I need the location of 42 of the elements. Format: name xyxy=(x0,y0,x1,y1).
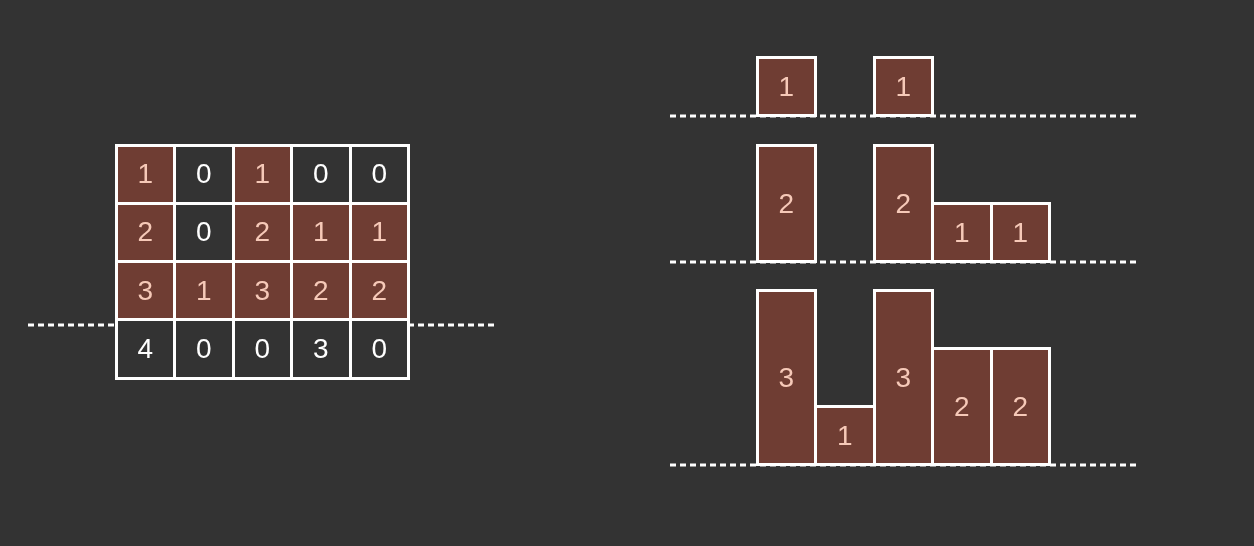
histogram-bar xyxy=(872,143,934,264)
cell-value: 1 xyxy=(895,69,912,104)
cell-value: 0 xyxy=(371,157,388,192)
cell-value: 3 xyxy=(312,332,329,367)
cell-value: 2 xyxy=(1012,389,1029,424)
cell-value: 2 xyxy=(778,186,795,221)
histogram-bar xyxy=(814,405,876,467)
cell-value: 3 xyxy=(778,360,795,395)
cell-value: 1 xyxy=(312,215,329,250)
cell-value: 0 xyxy=(195,215,212,250)
cell-value: 2 xyxy=(953,389,970,424)
cell-value: 2 xyxy=(895,186,912,221)
cell-value: 0 xyxy=(195,332,212,367)
cell-value: 1 xyxy=(1012,215,1029,250)
cell-value: 1 xyxy=(137,157,154,192)
histogram-bar xyxy=(755,143,817,264)
histogram-bar xyxy=(872,56,934,118)
histogram-bar xyxy=(931,346,993,467)
grid-cell xyxy=(114,318,176,380)
cell-value: 1 xyxy=(836,418,853,453)
cell-value: 1 xyxy=(953,215,970,250)
histogram-bar xyxy=(755,56,817,118)
cell-value: 4 xyxy=(137,332,154,367)
cell-value: 3 xyxy=(254,273,271,308)
cell-value: 1 xyxy=(195,273,212,308)
cell-value: 2 xyxy=(137,215,154,250)
cell-value: 1 xyxy=(371,215,388,250)
cell-value: 0 xyxy=(371,332,388,367)
histogram-bar xyxy=(755,288,817,467)
cell-value: 0 xyxy=(312,157,329,192)
cell-value: 2 xyxy=(254,215,271,250)
histogram-bar xyxy=(931,202,993,264)
cell-value: 2 xyxy=(371,273,388,308)
cell-value: 2 xyxy=(312,273,329,308)
cell-value: 0 xyxy=(254,332,271,367)
cell-value: 3 xyxy=(895,360,912,395)
cell-value: 0 xyxy=(195,157,212,192)
cell-value: 1 xyxy=(778,69,795,104)
grid-cell xyxy=(114,143,176,205)
histogram-bar xyxy=(872,288,934,467)
cell-value: 1 xyxy=(254,157,271,192)
cell-value: 3 xyxy=(137,273,154,308)
